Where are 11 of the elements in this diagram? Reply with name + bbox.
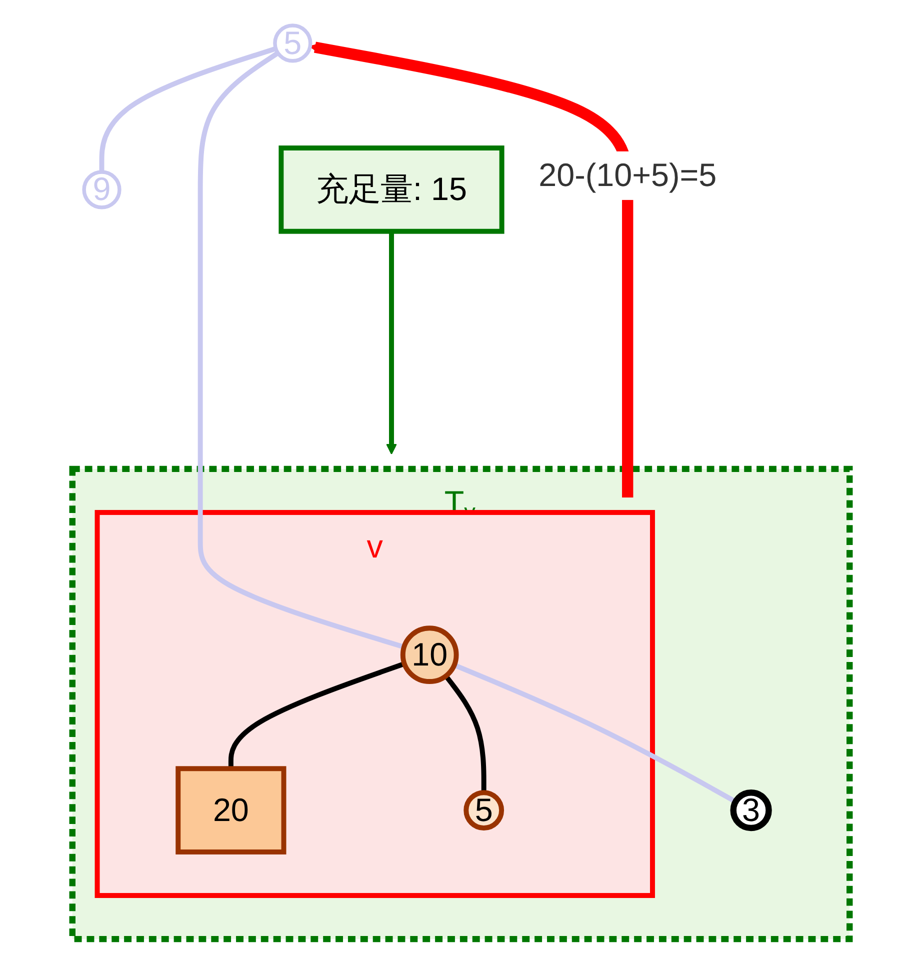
connector [228,660,405,768]
node-circle: 3 [730,788,772,831]
connector [98,46,276,172]
node-circle: 5 [463,790,504,830]
node-circle: 10 [400,625,458,684]
edge-label: 20-(10+5)=5 [538,156,716,194]
arrow [309,41,633,498]
node-box: 20 [175,766,286,854]
node-box: 充足量: 15 [278,145,504,234]
connector [443,674,486,792]
connector [197,50,404,649]
